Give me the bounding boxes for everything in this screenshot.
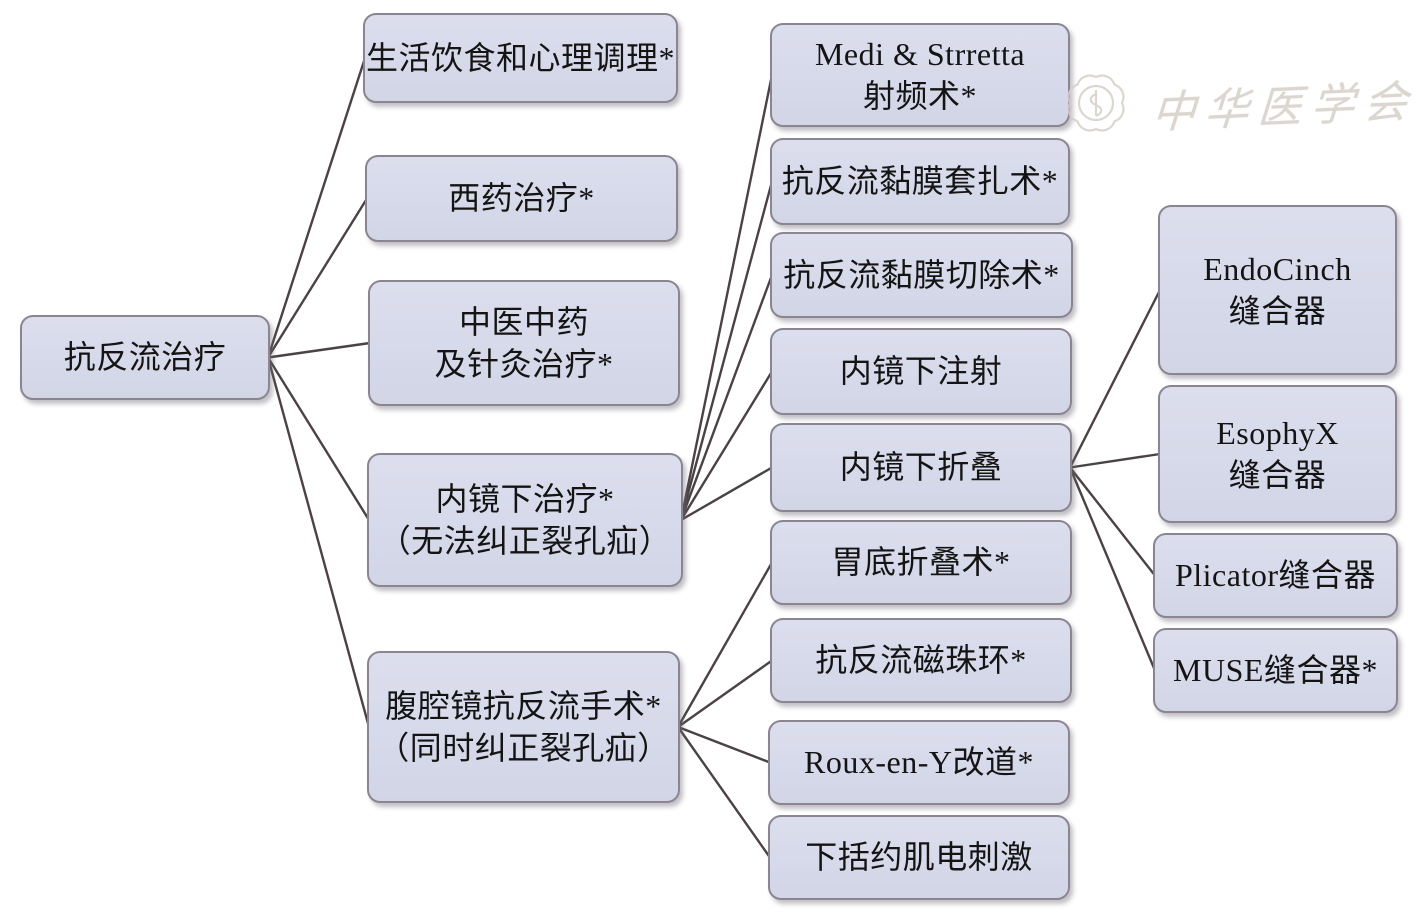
node-root: 抗反流治疗 (20, 315, 270, 400)
node-label: 下括约肌电刺激 (805, 839, 1033, 876)
node-label: 西药治疗* (448, 180, 595, 217)
node-label: 抗反流磁珠环* (815, 642, 1027, 679)
edge-root--laparoscopic (266, 356, 371, 729)
edge-endo-plication--muse (1068, 466, 1157, 672)
node-label: Roux-en-Y改道* (804, 744, 1034, 781)
edge-root--lifestyle (266, 56, 367, 359)
edge-root--endoscopic (266, 356, 371, 522)
node-endoscopic: 内镜下治疗* （无法纠正裂孔疝） (367, 453, 683, 587)
node-endocinch: EndoCinch 缝合器 (1158, 205, 1397, 375)
node-label: 及针灸治疗* (434, 346, 614, 382)
node-label: 射频术* (862, 78, 977, 114)
edge-endo-plication--esophyx (1068, 452, 1162, 469)
edge-laparoscopic--roux-en-y (676, 725, 772, 764)
node-label: Medi & Strretta (814, 35, 1026, 72)
node-label: 缝合器 (1228, 457, 1327, 493)
edge-laparoscopic--fundoplication (676, 561, 774, 729)
node-muse: MUSE缝合器* (1153, 628, 1398, 713)
cma-emblem-icon (1067, 74, 1125, 132)
edge-endoscopic--endo-plication (679, 466, 774, 522)
watermark-text: 中华医学会 (1150, 77, 1417, 138)
node-fundoplication: 胃底折叠术* (770, 520, 1072, 605)
edge-endoscopic--mucosal-resection (679, 273, 774, 522)
edge-endoscopic--endo-injection (679, 370, 774, 522)
node-endo-plication: 内镜下折叠 (770, 423, 1072, 512)
node-esophyx: EsophyX 缝合器 (1158, 385, 1397, 523)
node-label: 缝合器 (1228, 293, 1327, 329)
node-label: 腹腔镜抗反流手术* (385, 687, 662, 724)
edge-endoscopic--stretta-rf (679, 73, 774, 522)
node-label: Plicator缝合器 (1174, 557, 1377, 594)
node-label: 内镜下折叠 (839, 449, 1003, 486)
node-label: 中医中药 (458, 303, 589, 340)
watermark: 中华医学会 (1062, 58, 1417, 148)
node-magnetic-ring: 抗反流磁珠环* (770, 618, 1072, 703)
node-lifestyle: 生活饮食和心理调理* (363, 13, 678, 103)
edge-laparoscopic--magnetic-ring (676, 659, 774, 729)
node-western-med: 西药治疗* (365, 155, 678, 242)
edge-root--tcm-acupuncture (266, 341, 372, 359)
node-label: 胃底折叠术* (831, 544, 1011, 581)
node-mucosal-ligation: 抗反流黏膜套扎术* (770, 138, 1070, 225)
edge-endo-plication--endocinch (1068, 288, 1162, 469)
node-label: 抗反流黏膜套扎术* (781, 163, 1059, 200)
node-plicator: Plicator缝合器 (1153, 533, 1398, 618)
edge-endo-plication--plicator (1068, 466, 1157, 577)
node-tcm-acupuncture: 中医中药及针灸治疗* (368, 280, 680, 406)
node-stretta-rf: Medi & Strretta 射频术* (770, 23, 1070, 127)
node-label: （无法纠正裂孔疝） (378, 523, 672, 559)
node-endo-injection: 内镜下注射 (770, 328, 1072, 415)
node-label: 内镜下治疗* (435, 480, 615, 517)
node-label: 抗反流治疗 (63, 339, 227, 376)
node-label: MUSE缝合器* (1173, 652, 1378, 689)
node-label: EsophyX (1216, 414, 1339, 451)
node-label: 内镜下注射 (839, 353, 1003, 390)
node-label: 抗反流黏膜切除术* (783, 256, 1060, 293)
node-label: EndoCinch (1203, 250, 1352, 287)
node-mucosal-resection: 抗反流黏膜切除术* (770, 232, 1073, 318)
edge-endoscopic--mucosal-ligation (679, 180, 774, 522)
node-les-stimulation: 下括约肌电刺激 (768, 815, 1070, 900)
edge-laparoscopic--les-stimulation (676, 725, 772, 859)
edge-root--western-med (266, 197, 369, 359)
node-roux-en-y: Roux-en-Y改道* (768, 720, 1070, 805)
node-laparoscopic: 腹腔镜抗反流手术* （同时纠正裂孔疝） (367, 651, 680, 803)
node-label: （同时纠正裂孔疝） (377, 730, 670, 766)
node-label: 生活饮食和心理调理* (366, 39, 676, 76)
